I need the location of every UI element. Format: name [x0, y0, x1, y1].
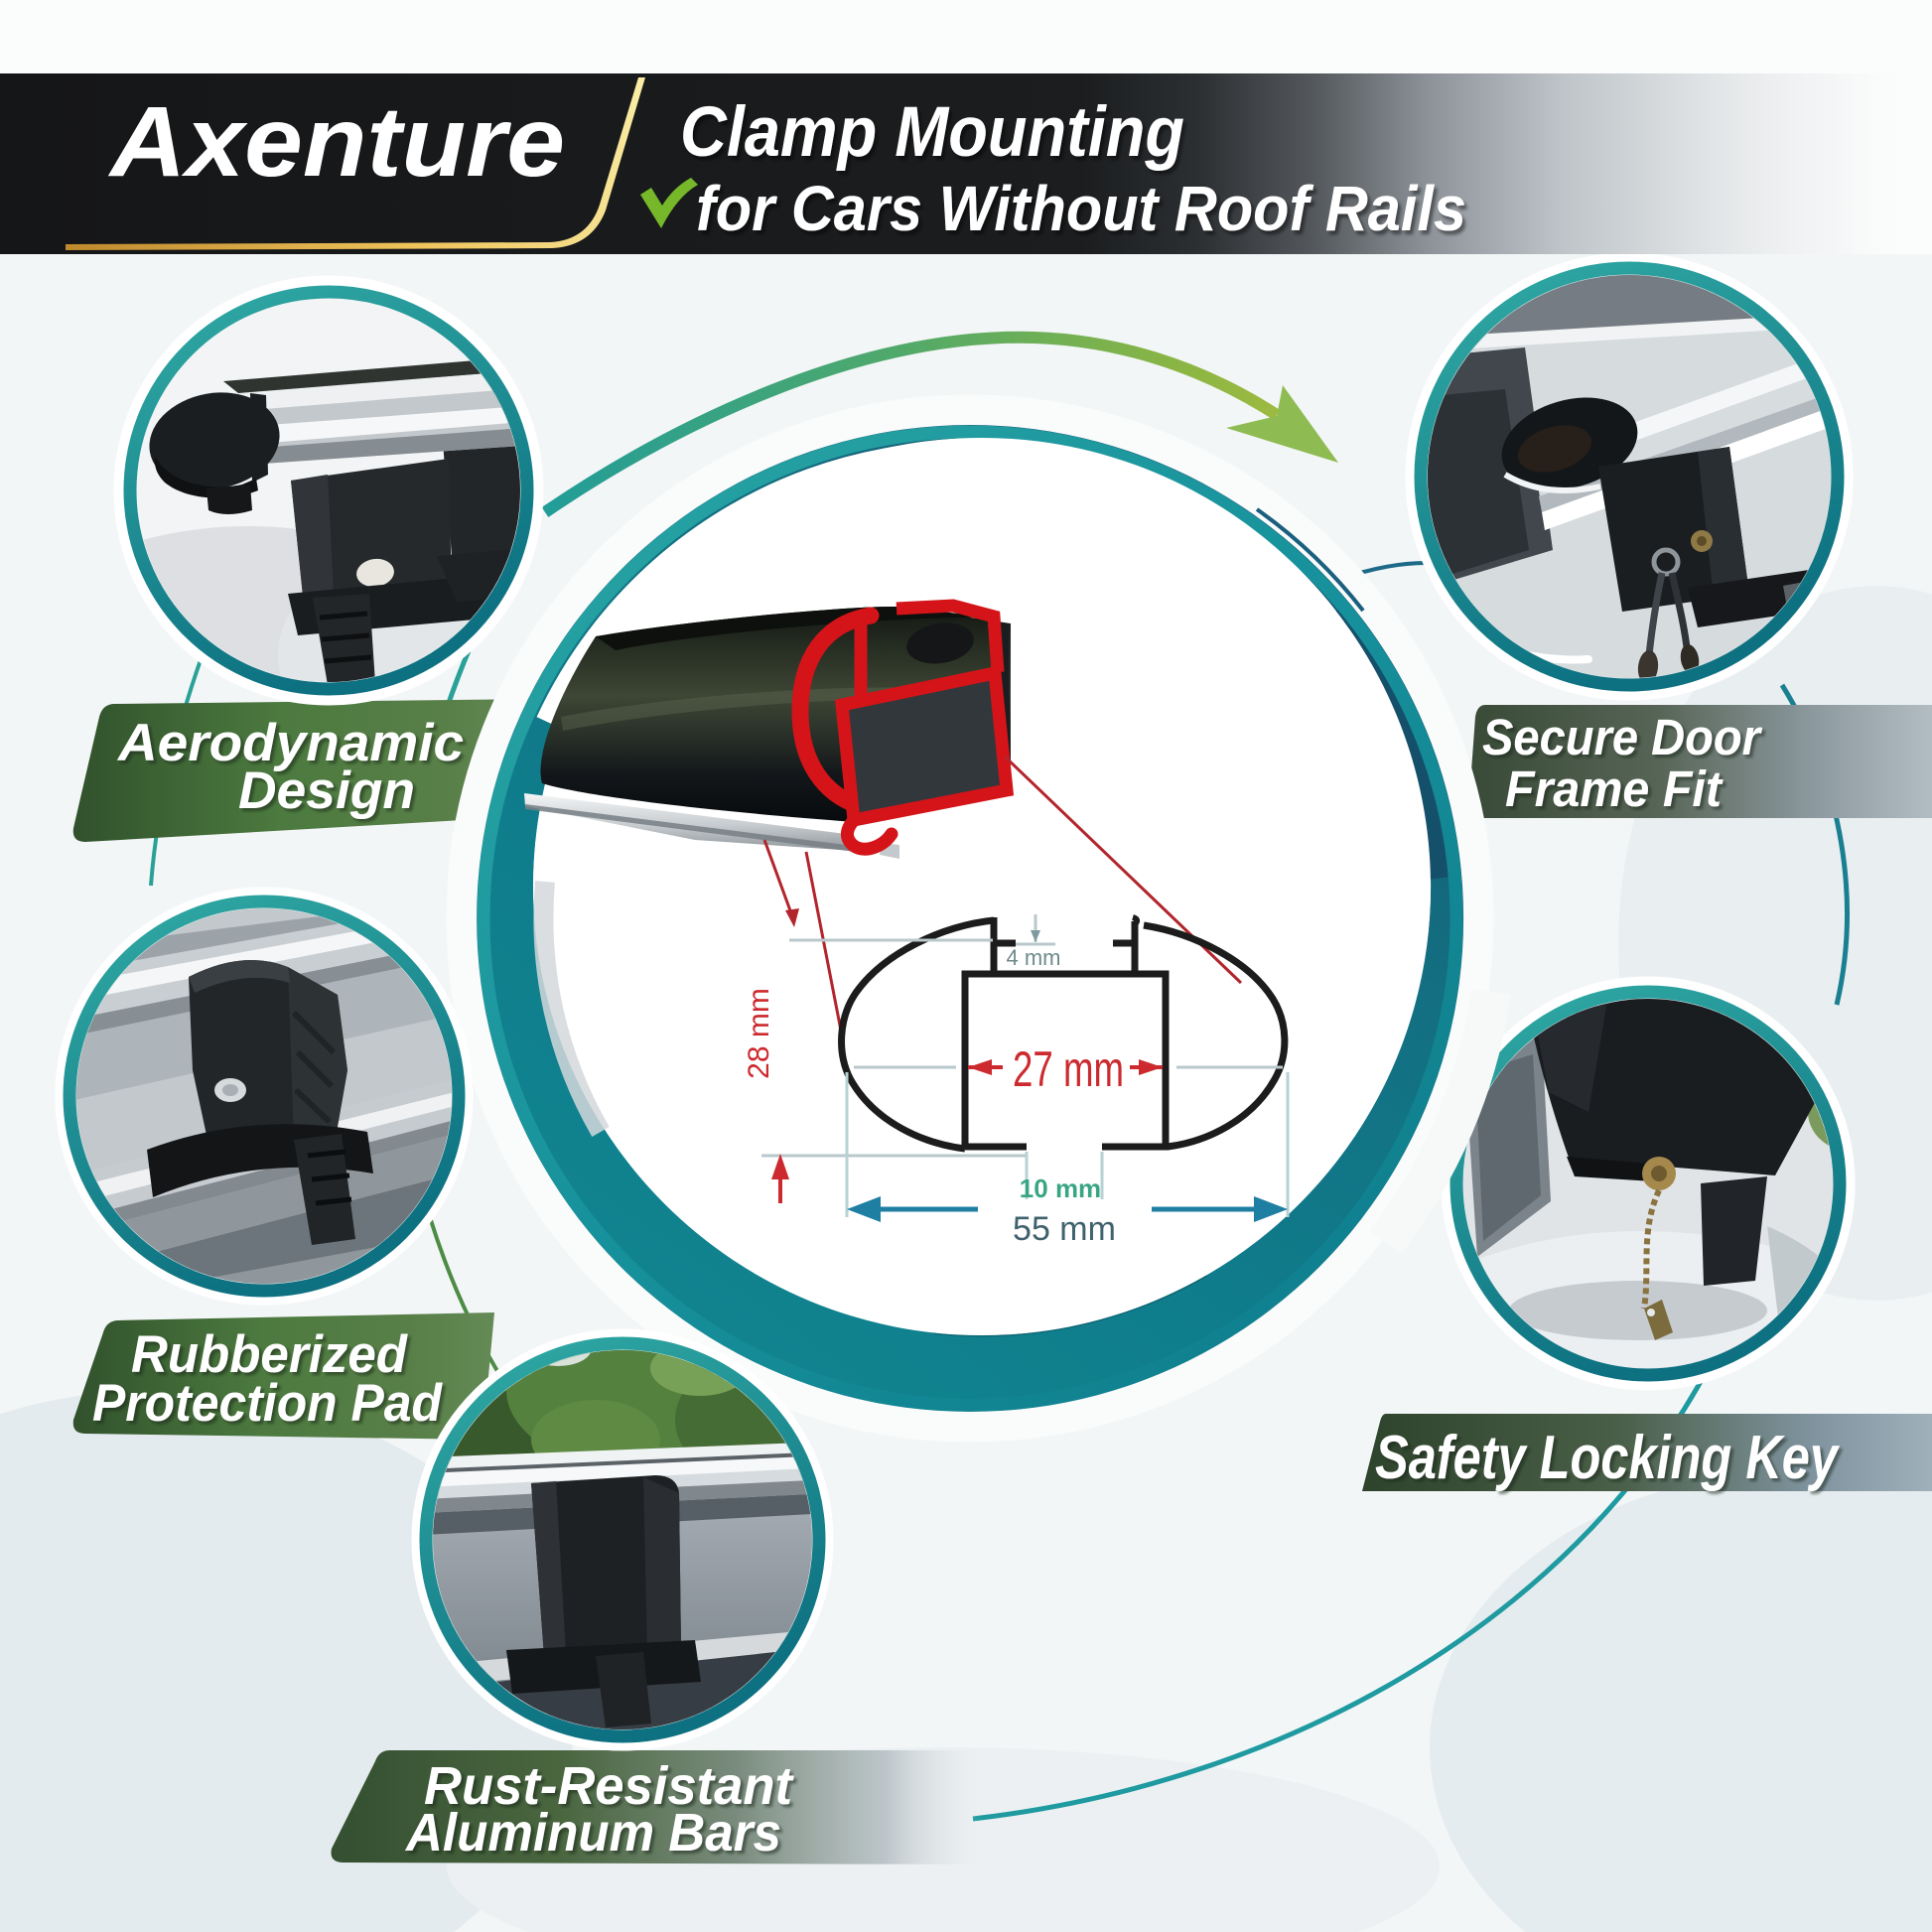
svg-text:Aluminum Bars: Aluminum Bars	[404, 1803, 781, 1863]
svg-text:28 mm: 28 mm	[743, 988, 775, 1079]
svg-text:Frame Fit: Frame Fit	[1505, 760, 1724, 817]
svg-text:Secure Door: Secure Door	[1482, 709, 1763, 765]
svg-text:55 mm: 55 mm	[1013, 1210, 1116, 1248]
svg-text:Axenture: Axenture	[107, 86, 565, 198]
svg-text:Aerodynamic: Aerodynamic	[116, 714, 464, 772]
svg-text:10 mm: 10 mm	[1020, 1173, 1101, 1203]
svg-text:Design: Design	[238, 761, 415, 820]
svg-text:Safety Locking Key: Safety Locking Key	[1375, 1424, 1841, 1492]
svg-text:Rubberized: Rubberized	[131, 1325, 409, 1384]
svg-text:for Cars Without Roof Rails: for Cars Without Roof Rails	[696, 173, 1466, 244]
svg-text:Clamp Mounting: Clamp Mounting	[680, 93, 1184, 172]
svg-text:4 mm: 4 mm	[1007, 945, 1061, 970]
svg-text:Rust-Resistant: Rust-Resistant	[424, 1756, 794, 1816]
svg-text:Protection Pad: Protection Pad	[92, 1374, 444, 1433]
svg-text:27 mm: 27 mm	[1013, 1041, 1124, 1097]
